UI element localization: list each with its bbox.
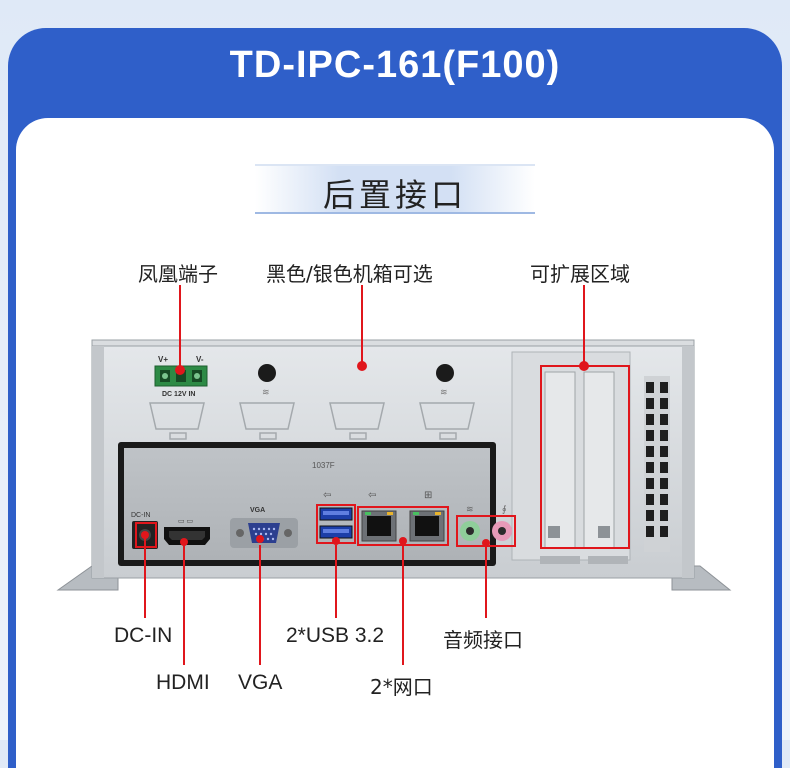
lan-port-1 xyxy=(361,510,397,542)
section-title-band xyxy=(255,164,535,214)
section-title: 后置接口 xyxy=(322,176,467,214)
com-knockout-3 xyxy=(329,402,385,440)
vga-print: VGA xyxy=(250,507,265,514)
hdmi-port xyxy=(164,527,210,545)
svg-text:⊞: ⊞ xyxy=(424,490,432,501)
phoenix-terminal xyxy=(154,365,208,387)
expansion-slot-2 xyxy=(583,371,615,549)
callout-label-vga: VGA xyxy=(238,671,283,694)
callout-label-hdmi: HDMI xyxy=(156,671,210,694)
audio-jack-green xyxy=(460,521,480,541)
svg-text:≋: ≋ xyxy=(466,504,474,514)
callout-label-chassis: 黑色/银色机箱可选 xyxy=(266,262,433,286)
callout-label-lan: 2*网口 xyxy=(370,675,433,699)
dc-minus-print: V- xyxy=(196,355,204,364)
svg-text:⇦: ⇦ xyxy=(368,490,376,501)
callout-label-usb: 2*USB 3.2 xyxy=(286,624,385,647)
dcin-print: DC-IN xyxy=(131,512,150,519)
callout-label-audio: 音频接口 xyxy=(443,628,523,652)
page-title: TD-IPC-161(F100) xyxy=(229,44,561,86)
com-knockout-4 xyxy=(419,402,475,440)
svg-text:≋: ≋ xyxy=(262,387,270,397)
callout-label-phoenix: 凤凰端子 xyxy=(138,262,218,286)
vent-grille xyxy=(644,376,670,552)
com-knockout-1 xyxy=(149,402,205,440)
audio-jack-pink xyxy=(492,521,512,541)
svg-text:⇦: ⇦ xyxy=(323,490,331,501)
callout-label-dcin: DC-IN xyxy=(114,624,173,647)
callout-label-expansion: 可扩展区域 xyxy=(530,262,630,286)
vga-port xyxy=(230,518,298,548)
usb-port-1 xyxy=(319,507,353,521)
dc-label-print: DC 12V IN xyxy=(162,391,195,398)
model-print: 1037F xyxy=(312,461,335,470)
usb-port-2 xyxy=(319,525,353,539)
svg-text:≋: ≋ xyxy=(440,387,448,397)
com-knockout-2 xyxy=(239,402,295,440)
antenna-hole-1: ≋ xyxy=(258,364,276,397)
expansion-slot-1 xyxy=(544,371,576,549)
svg-text:∮: ∮ xyxy=(502,504,507,514)
lan-port-2 xyxy=(409,510,445,542)
svg-text:▭ ▭: ▭ ▭ xyxy=(178,518,193,525)
callout-dots xyxy=(141,361,589,547)
antenna-hole-2: ≋ xyxy=(436,364,454,397)
callout-boxes xyxy=(135,365,630,549)
chassis-rear-illustration: V+ V- DC 12V IN ≋ ≋ 1037F DC-IN xyxy=(56,285,732,665)
dc-plus-print: V+ xyxy=(158,355,168,364)
